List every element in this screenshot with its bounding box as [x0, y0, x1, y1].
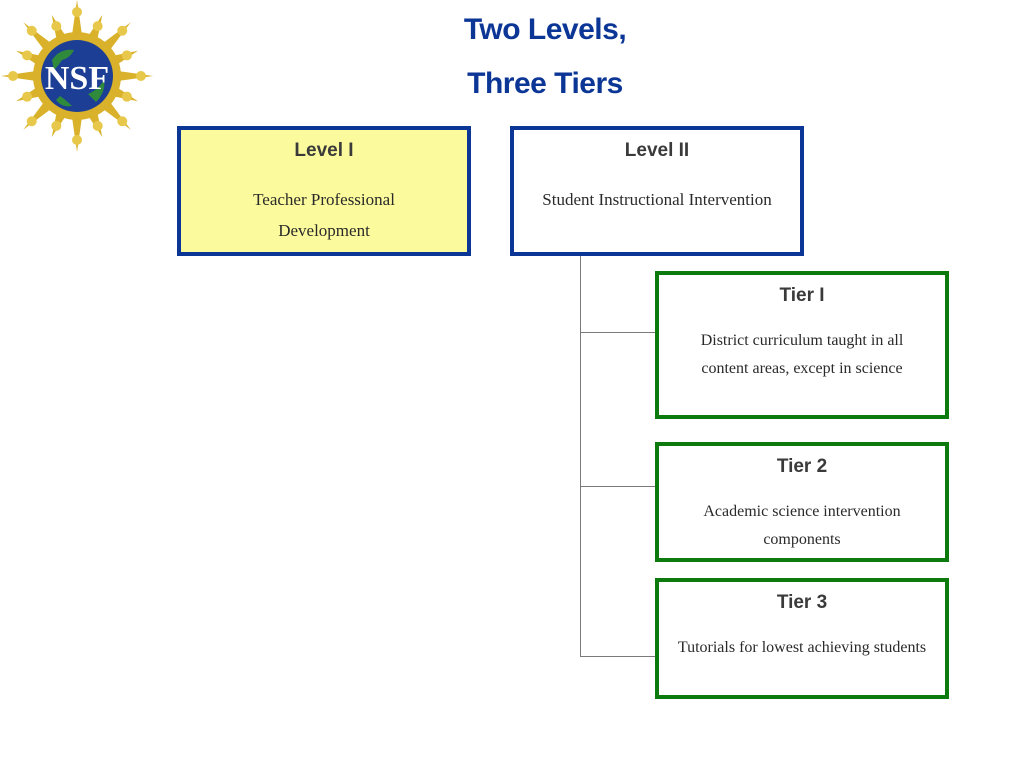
tier-2-heading: Tier 2 [776, 456, 828, 477]
nsf-logo-ray-node [136, 71, 146, 81]
nsf-logo-ray-node [51, 120, 62, 131]
tier-1-box: Tier I District curriculum taught in all… [655, 271, 949, 419]
nsf-logo-ray-node [92, 120, 103, 131]
nsf-logo: NSF [1, 0, 153, 152]
tier-2-box: Tier 2 Academic science intervention com… [655, 442, 949, 562]
nsf-logo-ray-node [121, 91, 132, 102]
nsf-logo-ray-node [72, 135, 82, 145]
nsf-logo-ray-node [92, 21, 103, 32]
level-2-box: Level II Student Instructional Intervent… [510, 126, 804, 256]
nsf-logo-ray-node [121, 50, 132, 61]
level-2-description: Student Instructional Intervention [542, 190, 772, 209]
nsf-logo-ray-node [22, 91, 33, 102]
level-1-heading: Level I [294, 140, 354, 161]
nsf-logo-ray-node [26, 116, 37, 127]
level-2-heading: Level II [624, 140, 690, 161]
nsf-logo-ray-node [117, 116, 128, 127]
tier-3-description: Tutorials for lowest achieving students [677, 639, 927, 656]
nsf-logo-text: NSF [45, 60, 109, 97]
nsf-logo-ray-node [72, 7, 82, 17]
nsf-logo-ray-node [117, 25, 128, 36]
tier-3-heading: Tier 3 [776, 592, 828, 613]
nsf-logo-ray [71, 0, 83, 37]
nsf-logo-ray-node [8, 71, 18, 81]
tier-3-box: Tier 3 Tutorials for lowest achieving st… [655, 578, 949, 699]
nsf-logo-ray [1, 70, 38, 82]
nsf-logo-ray-node [26, 25, 37, 36]
nsf-logo-ray [116, 70, 153, 82]
nsf-logo-ray-node [22, 50, 33, 61]
tier-1-heading: Tier I [779, 285, 825, 306]
level-1-box: Level I Teacher Professional Development [177, 126, 471, 256]
nsf-logo-ray [71, 115, 83, 152]
page-title-line2: Three Tiers [467, 67, 623, 100]
tier-1-description: District curriculum taught in all conten… [700, 332, 904, 377]
tier-2-description: Academic science intervention components [703, 503, 901, 548]
nsf-logo-ray-node [51, 21, 62, 32]
page-title-line1: Two Levels, [463, 13, 627, 46]
level-1-description: Teacher Professional Development [253, 190, 395, 240]
